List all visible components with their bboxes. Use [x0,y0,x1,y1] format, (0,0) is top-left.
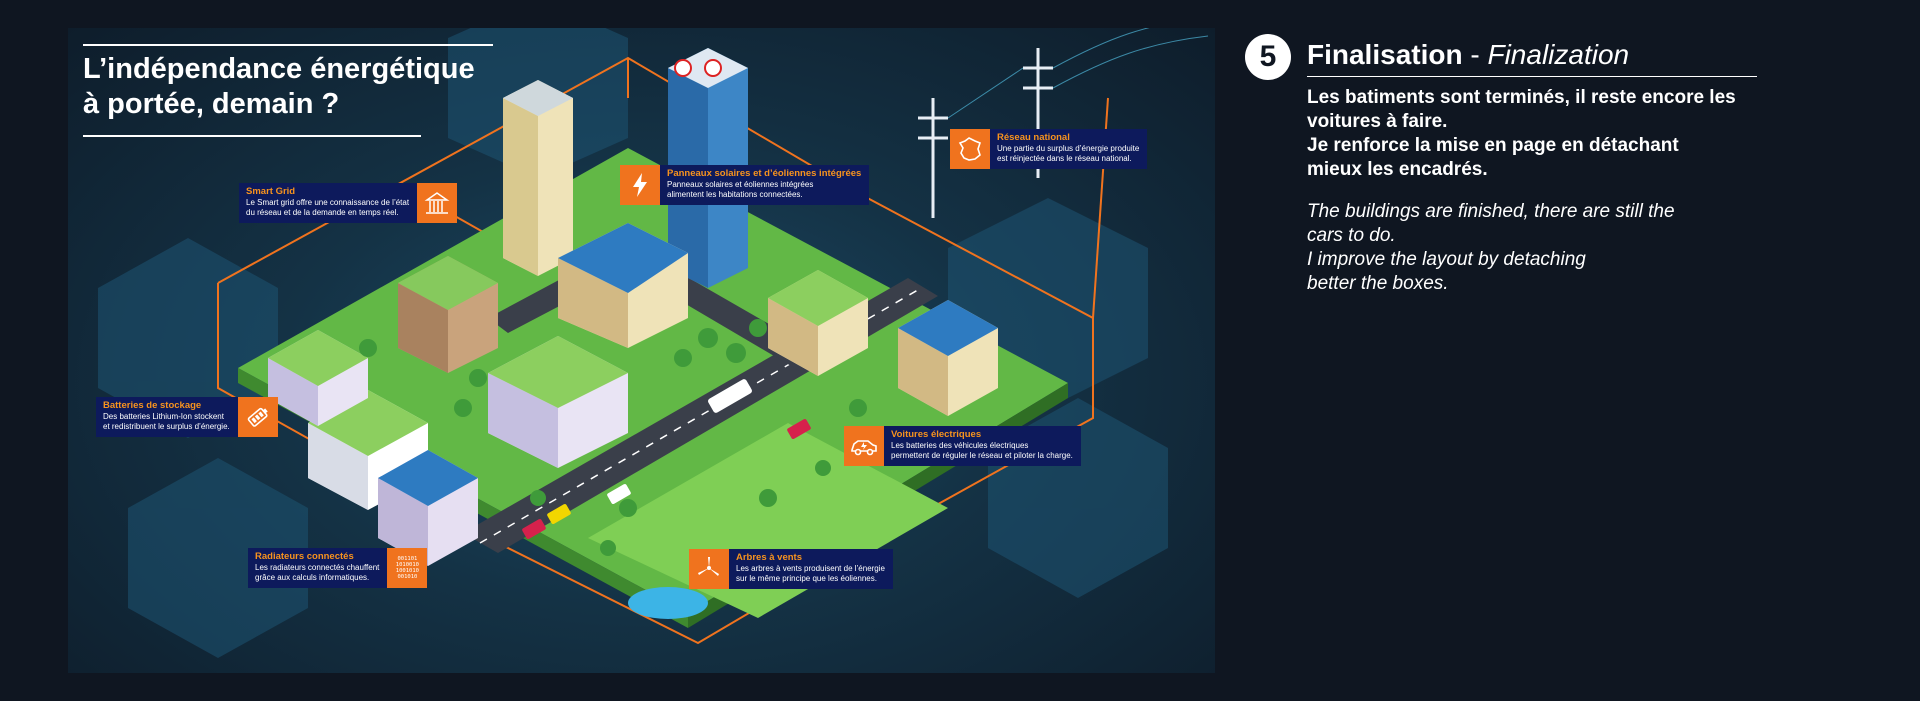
callout-solar-panels: Panneaux solaires et d’éoliennes intégré… [620,165,870,205]
step-number-badge: 5 [1245,34,1291,80]
description-line: The buildings are finished, there are st… [1307,201,1675,222]
smart-grid-building-icon [417,183,458,223]
callout-description: Panneaux solaires et éoliennes intégrées… [667,180,861,200]
callout-description: Une partie du surplus d’énergie produite… [997,144,1139,164]
callout-smart-grid: Smart Grid Le Smart grid offre une conna… [239,183,458,223]
power-pylons [918,48,1053,218]
description-line: Je renforce la mise en page en détachant [1307,135,1679,156]
step-title-fr: Finalisation [1307,39,1463,70]
callout-line: Le Smart grid offre une connaissance de … [246,198,410,207]
callout-title: Arbres à vents [736,552,803,563]
description-line: I improve the layout by detaching [1307,249,1586,270]
description-french: Les batiments sont terminés, il reste en… [1307,86,1762,182]
callout-text: Arbres à vents Les arbres à vents produi… [729,549,893,589]
electric-car-icon [844,426,884,466]
callout-line: et redistribuent le surplus d’énergie. [103,422,230,431]
description-english: The buildings are finished, there are st… [1307,200,1762,296]
description-line: cars to do. [1307,225,1396,246]
callout-text: Voitures électriques Les batteries des v… [884,426,1081,466]
binary-line: 001010 [397,574,418,580]
callout-description: Les radiateurs connectés chauffent grâce… [255,563,379,583]
callout-line: alimentent les habitations connectées. [667,190,803,199]
callout-line: Des batteries Lithium-Ion stockent [103,412,224,421]
buildings [268,48,998,566]
binary-code-icon: 001101 1010010 1001010 001010 [387,548,428,588]
headline-line-1: L’indépendance énergétique [83,53,475,85]
callout-title: Panneaux solaires et d’éoliennes intégré… [667,168,862,179]
description-line: better the boxes. [1307,273,1449,294]
headline-underline [83,135,421,137]
callout-electric-cars: Voitures électriques Les batteries des v… [844,426,1081,466]
callout-line: Les radiateurs connectés chauffent [255,563,380,572]
park-pond [628,587,708,619]
callout-text: Smart Grid Le Smart grid offre une conna… [239,183,418,223]
description-line: mieux les encadrés. [1307,159,1488,180]
callout-title: Radiateurs connectés [255,551,354,562]
description-line: Les batiments sont terminés, il reste en… [1307,87,1736,108]
callout-title: Smart Grid [246,186,296,197]
callout-title: Réseau national [997,132,1070,143]
callout-description: Les batteries des véhicules électriques … [891,441,1073,461]
description-line: voitures à faire. [1307,111,1448,132]
headline-line-2: à portée, demain ? [83,88,340,120]
callout-title: Voitures électriques [891,429,982,440]
france-map-icon [950,129,990,169]
callout-text: Radiateurs connectés Les radiateurs conn… [248,548,388,588]
callout-description: Des batteries Lithium-Ion stockent et re… [103,412,230,432]
wind-turbine-icon [689,549,729,589]
callout-line: du réseau et de la demande en temps réel… [246,208,399,217]
callout-title: Batteries de stockage [103,400,202,411]
binary-line: 1001010 [395,568,419,574]
callout-line: Panneaux solaires et éoliennes intégrées [667,180,814,189]
binary-line: 1010010 [395,562,419,568]
callout-text: Batteries de stockage Des batteries Lith… [96,397,238,437]
callout-connected-radiators: Radiateurs connectés Les radiateurs conn… [248,548,428,588]
illustration-headline: L’indépendance énergétique à portée, dem… [83,44,493,122]
binary-line: 001101 [397,556,418,562]
callout-description: Les arbres à vents produisent de l’énerg… [736,564,885,584]
callout-text: Panneaux solaires et d’éoliennes intégré… [660,165,870,205]
callout-line: Une partie du surplus d’énergie produite [997,144,1140,153]
callout-description: Le Smart grid offre une connaissance de … [246,198,409,218]
step-title: Finalisation - Finalization [1307,38,1757,77]
vehicles [522,379,811,539]
power-cables [947,28,1209,119]
city-illustration: L’indépendance énergétique à portée, dem… [68,28,1215,673]
isometric-city-scene [98,28,1209,658]
callout-line: permettent de réguler le réseau et pilot… [891,451,1073,460]
callout-line: est réinjectée dans le réseau national. [997,154,1132,163]
step-title-separator: - [1462,39,1488,70]
callout-wind-trees: Arbres à vents Les arbres à vents produi… [689,549,893,589]
callout-storage-batteries: Batteries de stockage Des batteries Lith… [96,397,278,437]
callout-line: grâce aux calculs informatiques. [255,573,370,582]
callout-line: Les arbres à vents produisent de l’énerg… [736,564,885,573]
lightning-icon [620,165,660,205]
callout-line: Les batteries des véhicules électriques [891,441,1029,450]
callout-line: sur le même principe que les éoliennes. [736,574,877,583]
callout-text: Réseau national Une partie du surplus d’… [990,129,1148,169]
callout-national-grid: Réseau national Une partie du surplus d’… [950,129,1148,169]
step-title-en: Finalization [1487,39,1630,70]
battery-icon [237,397,278,437]
